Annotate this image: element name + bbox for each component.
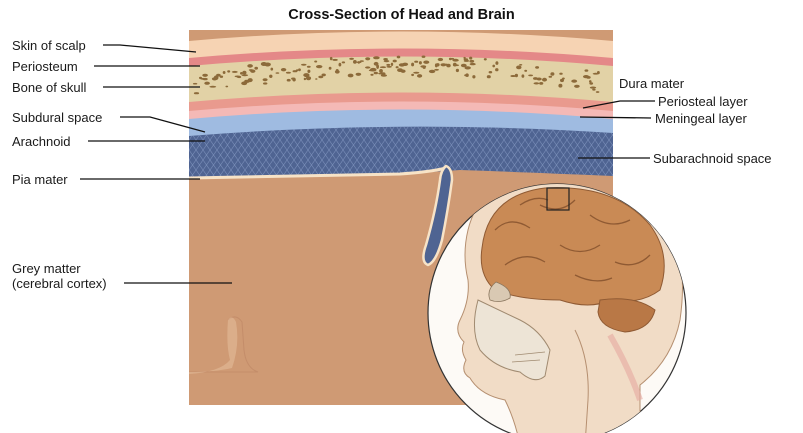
label-dura-mater: Dura mater: [619, 76, 684, 91]
label-subdural-space: Subdural space: [12, 110, 102, 125]
label-periosteum: Periosteum: [12, 59, 78, 74]
brain-inset: [481, 188, 664, 305]
label-periosteal-layer: Periosteal layer: [658, 94, 748, 109]
label-meningeal-layer: Meningeal layer: [655, 111, 747, 126]
label-subarachnoid-space: Subarachnoid space: [653, 151, 772, 166]
label-bone-of-skull: Bone of skull: [12, 80, 86, 95]
label-skin-of-scalp: Skin of scalp: [12, 38, 86, 53]
label-cerebral-cortex: (cerebral cortex): [12, 276, 107, 291]
label-grey-matter: Grey matter: [12, 261, 81, 276]
leader-skin-of-scalp: [103, 45, 196, 52]
label-pia-mater: Pia mater: [12, 172, 68, 187]
label-arachnoid: Arachnoid: [12, 134, 71, 149]
